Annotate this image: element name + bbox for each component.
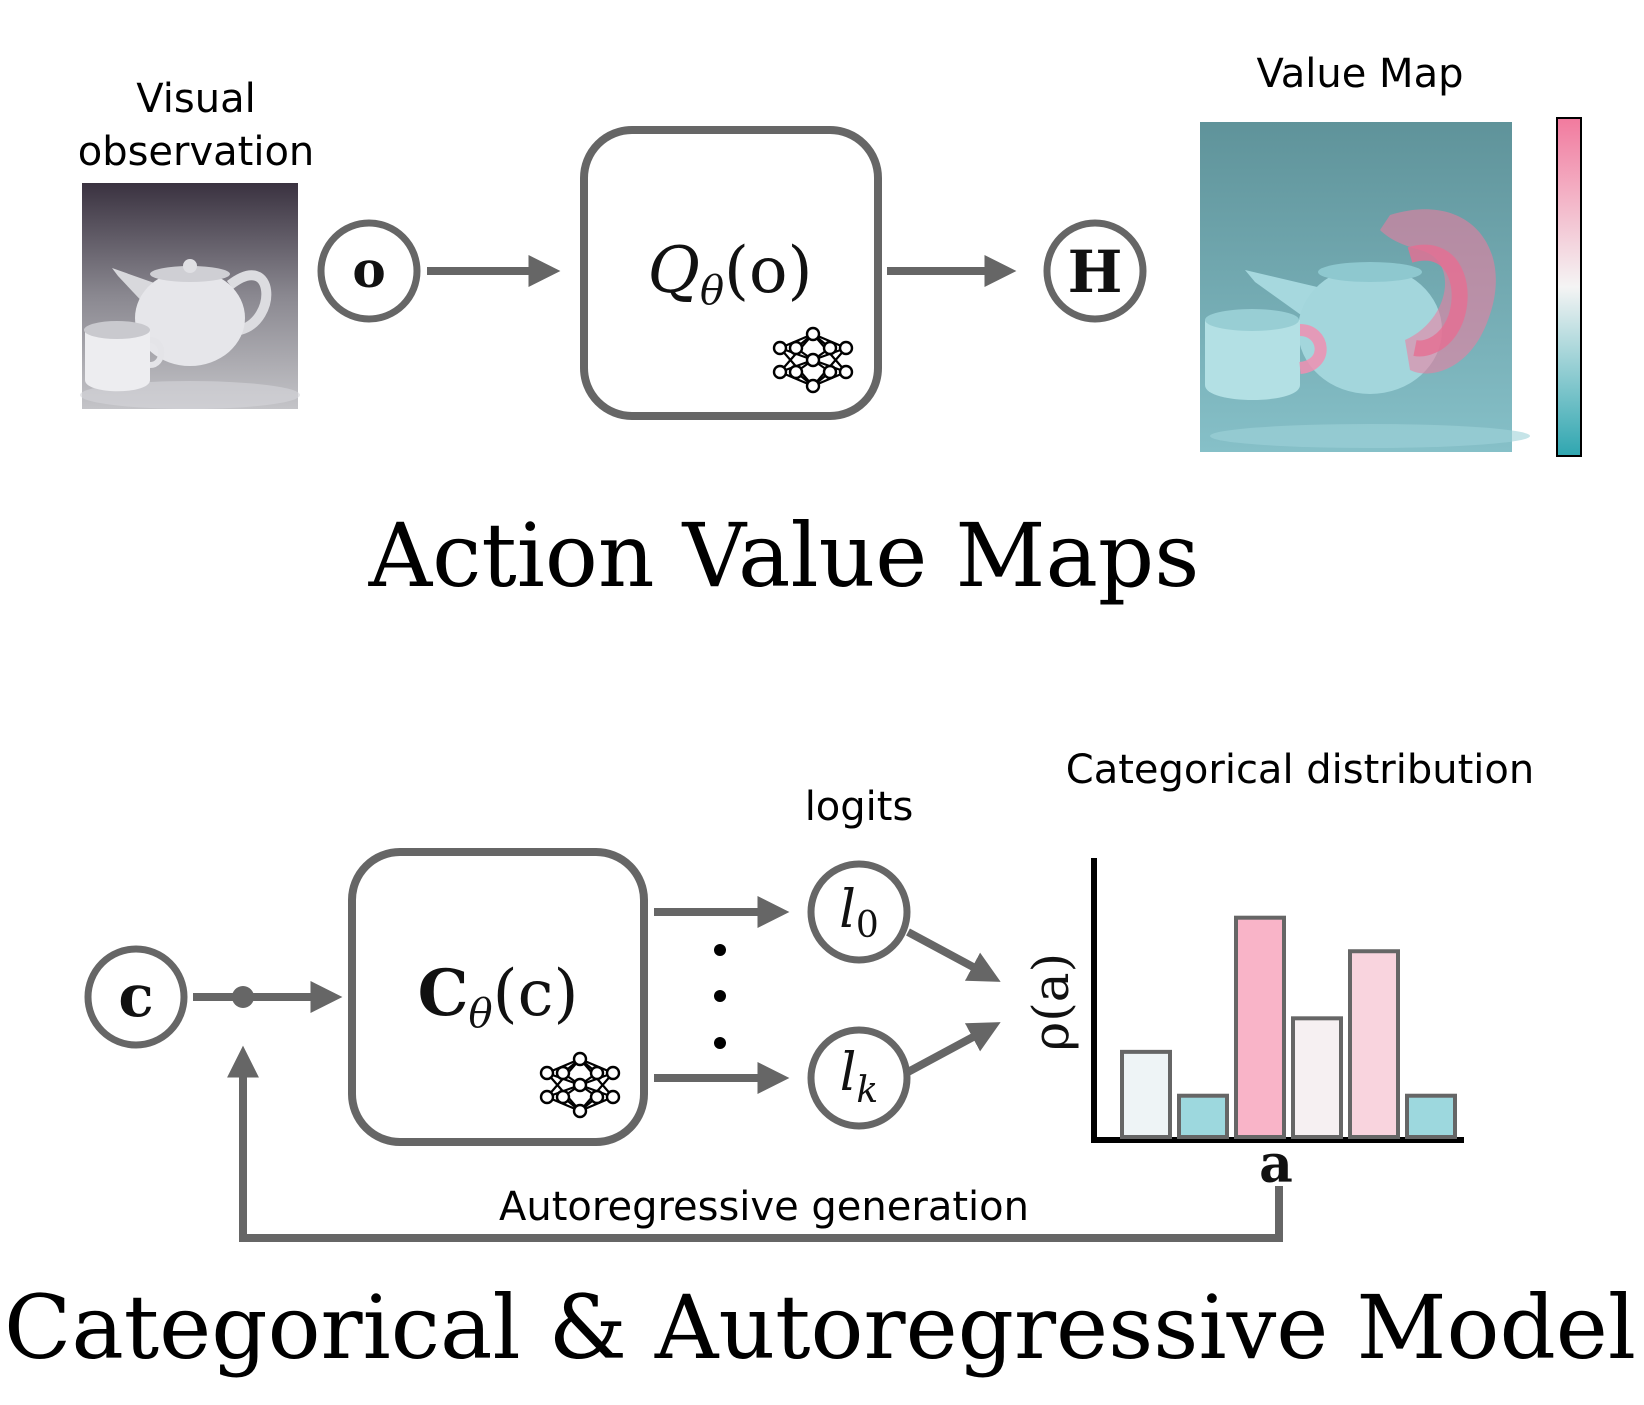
bar-4 xyxy=(1291,1016,1343,1140)
categorical-model-section: c Cθ(c) logits l0 lk Categorical distrib… xyxy=(4,747,1636,1379)
output-node-h xyxy=(1043,219,1147,323)
q-symbol: Q xyxy=(647,234,699,308)
categorical-bar-chart: ρ(a) a xyxy=(1022,858,1464,1195)
bottom-section-title: Categorical & Autoregressive Model xyxy=(4,1276,1636,1379)
input-node-c xyxy=(84,945,188,1049)
logit-k-label: lk xyxy=(840,1043,878,1111)
input-symbol-o: o xyxy=(352,240,385,299)
chart-x-label: a xyxy=(1259,1134,1293,1195)
logit-node-k xyxy=(807,1026,911,1130)
logit-0-base: l xyxy=(839,880,856,940)
logit-k-sub: k xyxy=(856,1070,878,1111)
q-argument: (o) xyxy=(724,234,812,308)
q-network-label: Qθ(o) xyxy=(647,234,812,314)
arrow-logit-0-to-dist xyxy=(906,928,1001,982)
bar-5 xyxy=(1348,949,1400,1139)
logit-0-sub: 0 xyxy=(856,905,879,946)
autoregressive-feedback-arrow xyxy=(227,1045,1283,1242)
top-section-title: Action Value Maps xyxy=(368,504,1200,607)
bar-1 xyxy=(1120,1049,1172,1139)
distribution-label: Categorical distribution xyxy=(1066,747,1534,793)
logit-node-0 xyxy=(807,860,911,964)
bar-2 xyxy=(1177,1093,1229,1139)
autoregressive-label: Autoregressive generation xyxy=(499,1184,1029,1230)
c-symbol: C xyxy=(418,956,469,1031)
c-subscript: θ xyxy=(469,991,493,1037)
logit-0-label: l0 xyxy=(839,880,879,946)
bar-3 xyxy=(1234,915,1286,1140)
obs-label-line2: observation xyxy=(78,129,315,175)
q-subscript: θ xyxy=(700,268,724,314)
output-symbol-h: H xyxy=(1068,238,1123,306)
value-map-image xyxy=(1200,122,1530,452)
c-argument: (c) xyxy=(493,957,579,1031)
logit-k-base: l xyxy=(840,1043,857,1103)
bar-6 xyxy=(1405,1093,1457,1139)
action-value-maps-section: Visual observation o Qθ(o) H Valu xyxy=(78,51,1582,607)
logits-ellipsis xyxy=(714,944,726,1049)
logits-label: logits xyxy=(805,784,914,830)
obs-label-line1: Visual xyxy=(136,76,255,122)
c-network-label: Cθ(c) xyxy=(418,956,579,1037)
observation-image xyxy=(80,183,300,409)
value-map-label: Value Map xyxy=(1257,51,1464,97)
value-colorbar xyxy=(1556,117,1582,457)
merge-junction-dot xyxy=(232,986,254,1008)
input-symbol-c: c xyxy=(118,962,153,1030)
input-node-o xyxy=(317,219,421,323)
arrow-logit-k-to-dist xyxy=(906,1022,1001,1076)
chart-y-label: ρ(a) xyxy=(1022,953,1080,1051)
